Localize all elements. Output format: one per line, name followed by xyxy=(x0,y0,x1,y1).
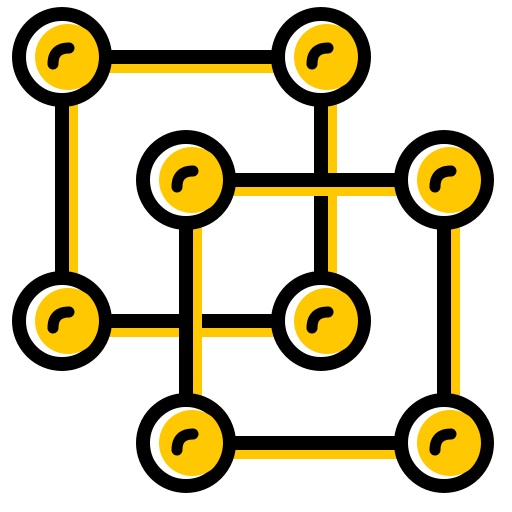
node-b-top-right xyxy=(394,130,494,230)
node-a-top-right xyxy=(271,7,371,107)
node-b-bottom-left-highlight xyxy=(171,428,199,456)
node-a-top-left-highlight xyxy=(47,42,75,70)
node-a-bottom-right xyxy=(271,271,371,371)
node-b-bottom-right xyxy=(394,393,494,493)
nodes-group xyxy=(12,7,494,493)
node-a-bottom-right-highlight xyxy=(306,306,334,334)
node-a-bottom-left-highlight xyxy=(47,306,75,334)
node-b-top-left-highlight xyxy=(171,165,199,193)
edges-group xyxy=(55,50,460,459)
node-b-top-left-fill xyxy=(159,147,223,213)
node-a-top-right-fill xyxy=(294,24,358,90)
node-a-top-right-highlight xyxy=(306,42,334,70)
node-a-bottom-left-fill xyxy=(35,288,99,354)
node-b-top-left xyxy=(136,130,236,230)
node-b-top-right-highlight xyxy=(429,165,457,193)
node-b-bottom-left xyxy=(136,393,236,493)
node-a-top-left-fill xyxy=(35,24,99,90)
node-b-bottom-right-fill xyxy=(417,410,481,476)
node-b-bottom-left-fill xyxy=(159,410,223,476)
node-a-bottom-right-fill xyxy=(294,288,358,354)
node-a-bottom-left xyxy=(12,271,112,371)
node-b-bottom-right-highlight xyxy=(429,428,457,456)
node-a-top-left xyxy=(12,7,112,107)
node-b-top-right-fill xyxy=(417,147,481,213)
